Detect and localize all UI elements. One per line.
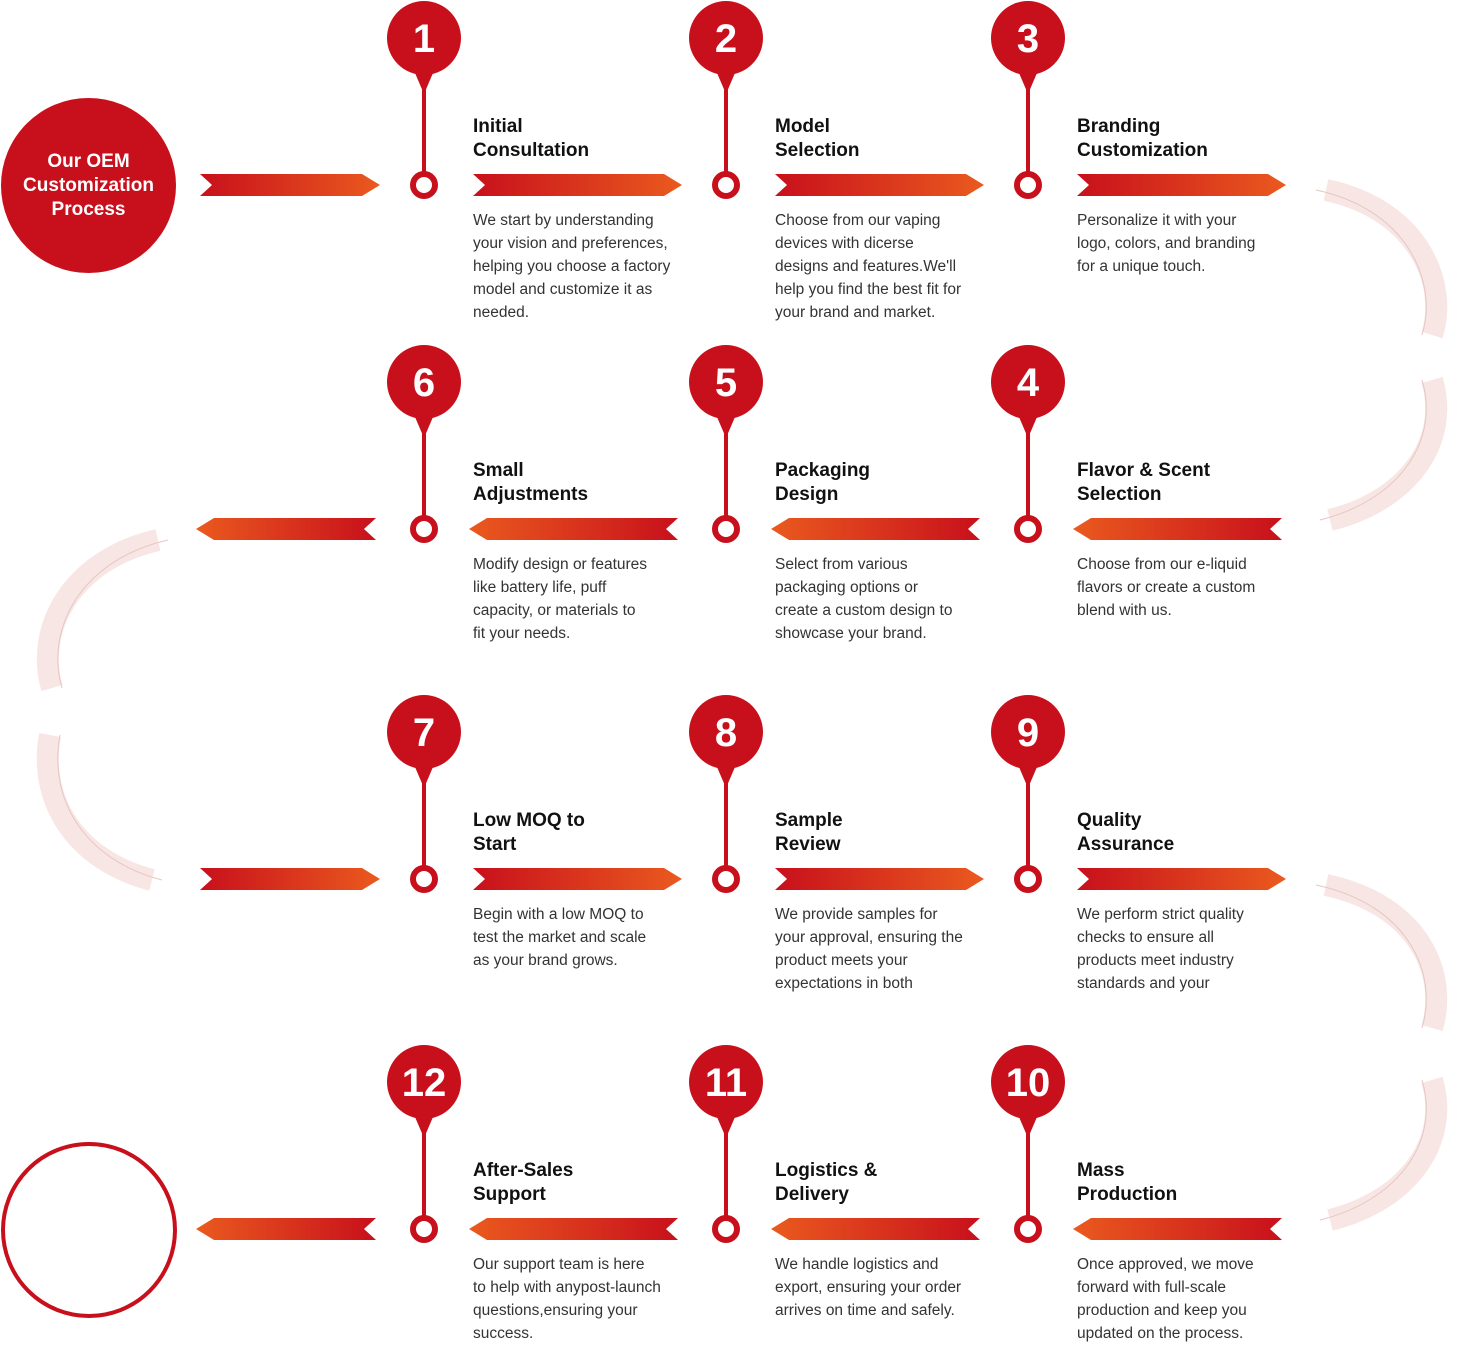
step-title-4: Flavor & Scent Selection — [1077, 460, 1211, 505]
step-description-4: Choose from our e-liquid flavors or crea… — [1077, 556, 1256, 619]
step-pin-11: 11 — [689, 1045, 763, 1243]
step-pin-9: 9 — [991, 695, 1065, 893]
step-pin-10: 10 — [991, 1045, 1065, 1243]
step-arrow-1 — [473, 174, 682, 196]
step-arrow-9 — [1077, 868, 1286, 890]
step-arrow-4 — [1073, 518, 1282, 540]
step-pin-4: 4 — [991, 345, 1065, 543]
step-arrow-12 — [469, 1218, 678, 1240]
step-number-5: 5 — [715, 361, 737, 405]
step-pin-5: 5 — [689, 345, 763, 543]
step-arrow-2 — [775, 174, 984, 196]
step-number-3: 3 — [1017, 17, 1039, 61]
step-number-2: 2 — [715, 17, 737, 61]
step-number-4: 4 — [1017, 361, 1040, 405]
step-description-10: Once approved, we move forward with full… — [1077, 1256, 1254, 1342]
step-arrow-3 — [1077, 174, 1286, 196]
step-number-10: 10 — [1006, 1061, 1051, 1105]
step-arrow-5 — [771, 518, 980, 540]
step-number-12: 12 — [402, 1061, 447, 1105]
step-arrow-10 — [1073, 1218, 1282, 1240]
step-description-7: Begin with a low MOQ to test the market … — [473, 906, 647, 969]
step-title-6: Small Adjustments — [473, 460, 589, 505]
row-connector-right-1 — [1315, 179, 1448, 531]
step-description-3: Personalize it with your logo, colors, a… — [1077, 212, 1256, 275]
step-description-6: Modify design or features like battery l… — [473, 556, 648, 642]
lead-arrow-row-4 — [196, 1218, 376, 1240]
start-label: Our OEM Customization Process — [23, 150, 154, 220]
end-circle — [1, 1142, 177, 1318]
step-number-8: 8 — [715, 711, 737, 755]
step-description-2: Choose from our vaping devices with dice… — [775, 212, 962, 321]
step-number-6: 6 — [413, 361, 435, 405]
step-description-9: We perform strict quality checks to ensu… — [1077, 906, 1244, 992]
step-description-12: Our support team is here to help with an… — [473, 1256, 661, 1342]
step-title-9: Quality Assurance — [1077, 810, 1175, 855]
step-pin-3: 3 — [991, 1, 1065, 199]
step-title-11: Logistics & Delivery — [775, 1160, 878, 1205]
step-arrow-11 — [771, 1218, 980, 1240]
step-title-5: Packaging Design — [775, 460, 871, 505]
step-title-7: Low MOQ to Start — [473, 810, 585, 855]
step-description-5: Select from various packaging options or… — [775, 556, 953, 642]
step-pin-12: 12 — [387, 1045, 461, 1243]
step-description-8: We provide samples for your approval, en… — [775, 906, 963, 992]
lead-arrow-row-1 — [200, 174, 380, 196]
step-arrow-6 — [469, 518, 678, 540]
step-description-11: We handle logistics and export, ensuring… — [775, 1256, 962, 1319]
step-arrow-7 — [473, 868, 682, 890]
row-connector-left-1 — [36, 529, 169, 891]
step-pin-7: 7 — [387, 695, 461, 893]
step-arrow-8 — [775, 868, 984, 890]
step-title-3: Branding Customization — [1077, 116, 1208, 161]
lead-arrow-row-3 — [200, 868, 380, 890]
step-pin-2: 2 — [689, 1, 763, 199]
lead-arrow-row-2 — [196, 518, 376, 540]
step-number-11: 11 — [705, 1061, 747, 1105]
step-title-10: Mass Production — [1077, 1160, 1178, 1205]
step-number-1: 1 — [413, 17, 435, 61]
arrows-layer — [196, 174, 1286, 1240]
step-pin-1: 1 — [387, 1, 461, 199]
start-circle: Our OEM Customization Process — [1, 98, 176, 273]
step-pin-6: 6 — [387, 345, 461, 543]
step-pin-8: 8 — [689, 695, 763, 893]
step-title-8: Sample Review — [775, 810, 843, 855]
row-connector-right-2 — [1315, 874, 1448, 1231]
step-number-7: 7 — [413, 711, 435, 755]
step-title-12: After-Sales Support — [473, 1160, 574, 1205]
step-title-1: Initial Consultation — [473, 116, 590, 161]
step-description-1: We start by understanding your vision an… — [473, 212, 671, 321]
step-title-2: Model Selection — [775, 116, 860, 161]
step-number-9: 9 — [1017, 711, 1039, 755]
